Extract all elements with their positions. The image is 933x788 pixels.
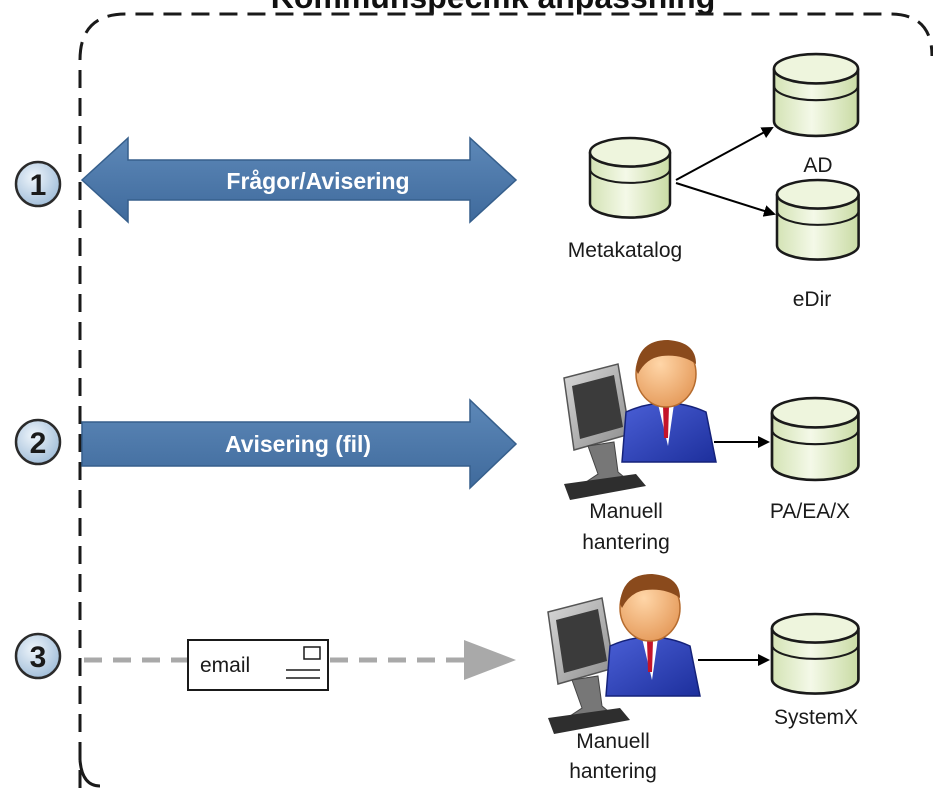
systemx-cylinder-icon — [770, 612, 860, 695]
diagram-title: Kommunspecifik anpassning — [271, 0, 716, 15]
boundary-frame — [78, 12, 933, 788]
connector-meta-ad — [675, 127, 774, 181]
email-envelope-icon: email — [187, 639, 329, 691]
manual-label-1b: hantering — [582, 531, 670, 554]
systemx-label: SystemX — [774, 706, 858, 729]
svg-text:1: 1 — [30, 169, 47, 202]
metakatalog-label: Metakatalog — [568, 239, 682, 262]
manual-label-2b: hantering — [569, 760, 657, 783]
email-label: email — [200, 654, 250, 677]
step-badge-3: 3 — [14, 632, 62, 680]
ad-label: AD — [803, 154, 832, 177]
manual-label-2a: Manuell — [576, 730, 650, 753]
operator-icon-1 — [563, 339, 717, 501]
step-badge-2: 2 — [14, 418, 62, 466]
double-arrow-queries: Frågor/Avisering — [80, 136, 518, 224]
dashed-email-arrow — [84, 640, 516, 680]
arrow-label-file: Avisering (fil) — [225, 431, 371, 457]
ad-cylinder-icon — [772, 52, 860, 138]
metakatalog-cylinder-icon — [588, 136, 672, 219]
manual-label-1a: Manuell — [589, 500, 663, 523]
operator-icon-2 — [547, 573, 701, 735]
edir-cylinder-icon — [775, 178, 860, 261]
pa-label: PA/EA/X — [770, 500, 850, 523]
svg-text:3: 3 — [30, 641, 47, 674]
pa-cylinder-icon — [770, 396, 860, 482]
arrow-label-queries: Frågor/Avisering — [226, 168, 409, 194]
step-badge-1: 1 — [14, 160, 62, 208]
edir-label: eDir — [793, 288, 832, 311]
single-arrow-file: Avisering (fil) — [81, 398, 518, 490]
svg-text:2: 2 — [30, 427, 47, 460]
connector-meta-edir — [675, 182, 776, 217]
